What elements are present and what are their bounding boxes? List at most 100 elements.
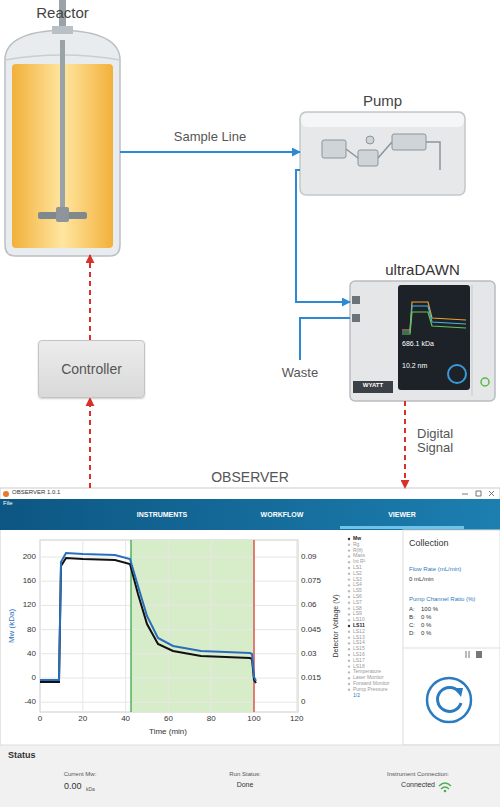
edge-label: Digital Signal (417, 427, 479, 457)
text-label: WYATT (363, 382, 383, 389)
grid-line (296, 540, 297, 712)
grid-line (168, 540, 169, 712)
text-label: Detector Voltage (V) (332, 594, 340, 657)
text-label: Mw (kDa) (7, 609, 16, 643)
text-label: File (3, 500, 13, 507)
text-label: 80 (207, 714, 216, 723)
legend-dot (348, 567, 350, 569)
grid-line (82, 540, 83, 712)
text-label: Time (min) (149, 727, 187, 736)
legend-dot (348, 578, 350, 580)
text-label: 0.015 (301, 673, 321, 682)
drawing-part (392, 134, 426, 150)
text-label: 0.09 (301, 552, 317, 561)
drawing-part (0, 488, 500, 807)
legend-dot (348, 677, 350, 679)
legend-dot (348, 654, 350, 656)
connector (89, 255, 91, 340)
drawing-part (40, 540, 298, 712)
legend-dots (348, 538, 350, 691)
drawing-part (0, 745, 500, 807)
text-label: 10.2 nm (402, 362, 427, 370)
software-window: OBSERVER (0, 488, 500, 807)
drawing-part (402, 312, 466, 334)
text-label: 0 % (421, 622, 431, 629)
drawing-part (253, 540, 254, 712)
drawing-part (366, 136, 374, 144)
drawing-part (350, 281, 495, 401)
text-label: 120 (23, 600, 36, 609)
text-label: Pump Channel Ratio (%) (409, 596, 475, 603)
text-label: kDa (86, 787, 95, 793)
text-label: Status (8, 750, 36, 760)
drawing-part (403, 648, 500, 649)
software-window (0, 488, 500, 807)
text-label: A: (409, 606, 415, 613)
text-label: 20 (78, 714, 87, 723)
legend-dot (348, 631, 350, 633)
grid-line (211, 540, 212, 712)
drawing-part (466, 651, 469, 658)
drawing-part (448, 365, 466, 383)
legend-dot (348, 602, 350, 604)
drawing-part (353, 381, 393, 393)
node-heading: OBSERVER (211, 469, 289, 485)
node-label: Controller (61, 361, 122, 377)
grid-line (40, 540, 41, 712)
legend-dot (348, 607, 350, 609)
legend-dot (348, 549, 350, 551)
legend-dot (348, 544, 350, 546)
legend-dot (348, 555, 350, 557)
pump: Pump (300, 112, 465, 195)
text-label: 100 % (421, 606, 438, 613)
drawing-part (131, 540, 254, 712)
connector (89, 398, 91, 488)
text-label: 0.03 (301, 649, 317, 658)
text-label: 0 (32, 673, 36, 682)
legend-dot (348, 683, 350, 685)
legend-dot (348, 584, 350, 586)
text-label: INSTRUMENTS (137, 511, 188, 519)
text-label: 40 (27, 649, 36, 658)
ultradawn-instrument (350, 281, 495, 401)
text-label: 0.06 (301, 600, 317, 609)
drawing-part (5, 30, 120, 256)
text-label: VIEWER (388, 511, 416, 519)
drawing-part (439, 783, 451, 789)
grid-line (40, 653, 298, 654)
drawing-part (403, 530, 500, 745)
text-label: Instrument Connection: (387, 771, 449, 778)
reactor: Reactor (5, 24, 120, 255)
legend-dot (348, 671, 350, 673)
text-label: 0 (301, 697, 305, 706)
drawing-part (340, 526, 464, 529)
drawing-part (346, 142, 440, 170)
legend-dot (348, 538, 350, 540)
drawing-part (322, 140, 346, 158)
connector (404, 401, 406, 488)
text-label: 120 (290, 714, 303, 723)
node-heading: Reactor (36, 4, 89, 21)
legend-dot (348, 660, 350, 662)
legend-dot (348, 596, 350, 598)
drawing-part (352, 314, 360, 322)
grid-lines (40, 540, 298, 712)
connector (120, 151, 300, 153)
drawing-part (300, 112, 465, 195)
text-label: 200 (23, 552, 36, 561)
legend-dot (348, 613, 350, 615)
drawing-part (444, 790, 447, 793)
legend-dot (348, 665, 350, 667)
text-label: 0.045 (301, 625, 321, 634)
grid-line (254, 540, 255, 712)
drawing-part (476, 651, 482, 658)
text-label: 0 (38, 714, 42, 723)
pump-unit (300, 112, 465, 195)
grid-line (40, 629, 298, 630)
text-label: Done (237, 781, 254, 789)
edge-label: Sample Line (174, 130, 246, 145)
legend-dot (348, 648, 350, 650)
grid-line (40, 605, 298, 606)
drawing-part (481, 378, 489, 386)
